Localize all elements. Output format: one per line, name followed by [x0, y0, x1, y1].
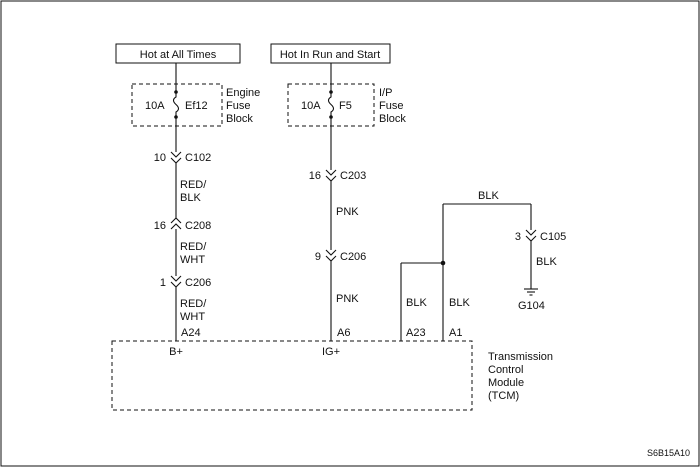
connector-symbol-c102	[170, 151, 182, 164]
connector-pin-c203: 16	[309, 170, 321, 182]
connector-name-c105: C105	[540, 231, 566, 243]
connector-symbol-c206-right	[325, 249, 337, 262]
wire-color-left-3a: RED/	[180, 298, 207, 310]
tcm-pin-a1: A1	[449, 327, 462, 339]
power-source-right: Hot In Run and Start	[270, 43, 391, 64]
tcm-label-3: Module	[488, 377, 524, 389]
fuse-name-left: Ef12	[185, 100, 208, 112]
tcm-terminal-bplus: B+	[169, 346, 183, 358]
fuse-element-left	[172, 92, 180, 117]
connector-symbol-c206-left	[170, 275, 182, 288]
connector-name-c203: C203	[340, 170, 366, 182]
power-box-left	[115, 43, 241, 64]
connector-pin-c208: 16	[154, 220, 166, 232]
connector-name-c206-right: C206	[340, 251, 366, 263]
connector-c206-right: 9 C206	[315, 249, 366, 263]
wire-color-center-2: PNK	[336, 293, 359, 305]
tcm-label-4: (TCM)	[488, 390, 519, 402]
splice-dot	[440, 260, 446, 266]
connector-symbol-c208	[170, 217, 182, 230]
tcm-outline	[111, 340, 473, 411]
fuse-rating-left: 10A	[145, 100, 165, 112]
ground-g104: G104	[518, 288, 545, 312]
tcm-label-1: Transmission	[488, 351, 553, 363]
connector-c203: 16 C203	[309, 169, 366, 182]
wire-color-ground-top: BLK	[478, 190, 499, 202]
tcm-label-2: Control	[488, 364, 523, 376]
wire-color-left-3b: WHT	[180, 311, 205, 323]
connector-symbol-c203	[325, 169, 337, 182]
connector-pin-c102: 10	[154, 152, 166, 164]
tcm-pin-a23: A23	[406, 327, 426, 339]
fuse-block-label-right-3: Block	[379, 113, 406, 125]
fuse-block-label-left-2: Fuse	[226, 100, 250, 112]
fuse-block-right: 10A F5 I/P Fuse Block	[287, 83, 406, 127]
connector-name-c206-left: C206	[185, 277, 211, 289]
fuse-block-label-right-2: Fuse	[379, 100, 403, 112]
tcm-pin-a24: A24	[181, 327, 201, 339]
fuse-name-right: F5	[339, 100, 352, 112]
fuse-element-right	[327, 92, 335, 117]
connector-c206-left: 1 C206	[160, 275, 211, 289]
wire-color-left-1b: BLK	[180, 192, 201, 204]
wire-color-left-2b: WHT	[180, 254, 205, 266]
connector-pin-c206-left: 1	[160, 277, 166, 289]
tcm-terminal-igplus: IG+	[322, 346, 340, 358]
fuse-rating-right: 10A	[301, 100, 321, 112]
fuse-block-left: 10A Ef12 Engine Fuse Block	[131, 83, 260, 127]
connector-c102: 10 C102	[154, 151, 211, 164]
fuse-block-outline-left	[131, 83, 223, 127]
wire-color-left-1a: RED/	[180, 179, 207, 191]
tcm-pin-a6: A6	[337, 327, 350, 339]
power-source-left: Hot at All Times	[115, 43, 241, 64]
fuse-block-label-left-3: Block	[226, 113, 253, 125]
fuse-block-label-left-1: Engine	[226, 87, 260, 99]
fuse-block-label-right-1: I/P	[379, 87, 392, 99]
wire-color-center-1: PNK	[336, 206, 359, 218]
wire-color-a1: BLK	[449, 297, 470, 309]
wire-color-left-2a: RED/	[180, 241, 207, 253]
connector-symbol-c105	[525, 229, 537, 242]
connector-name-c208: C208	[185, 220, 211, 232]
connector-pin-c105: 3	[515, 231, 521, 243]
connector-pin-c206-right: 9	[315, 251, 321, 263]
ground-label: G104	[518, 300, 545, 312]
connector-c105: 3 C105	[515, 229, 566, 243]
wire-color-ground-drop: BLK	[536, 256, 557, 268]
power-label-right: Hot In Run and Start	[280, 49, 380, 61]
connector-name-c102: C102	[185, 152, 211, 164]
connector-c208: 16 C208	[154, 217, 211, 232]
figure-id: S6B15A10	[647, 448, 690, 458]
power-label-left: Hot at All Times	[140, 49, 217, 61]
wire-color-a23: BLK	[406, 297, 427, 309]
